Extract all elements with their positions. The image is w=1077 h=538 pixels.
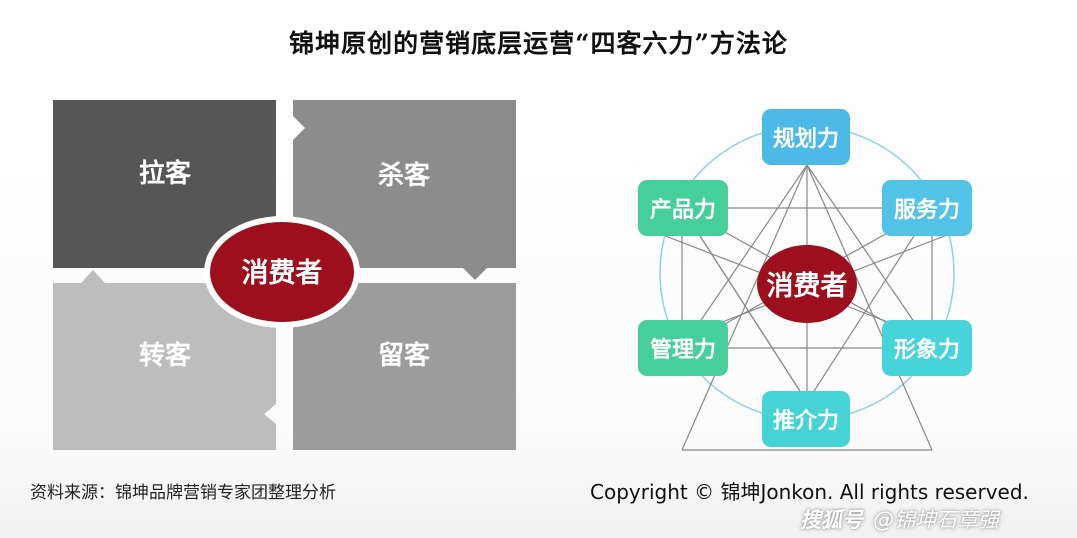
four-customers-diagram: 拉客 杀客 转客 留客 消费者 xyxy=(53,100,516,450)
source-note: 资料来源：锦坤品牌营销专家团整理分析 xyxy=(30,483,336,503)
quadrant-label-liuke: 留客 xyxy=(378,340,431,371)
center-label: 消费者 xyxy=(242,258,323,289)
node-image xyxy=(882,320,972,376)
node-planning xyxy=(762,109,850,165)
quadrant-label-zhuanke: 转客 xyxy=(139,340,192,371)
node-management xyxy=(638,320,728,376)
center-ellipse xyxy=(757,245,857,323)
node-promotion xyxy=(762,391,850,447)
quadrant-bottom-left xyxy=(53,270,276,450)
node-product xyxy=(638,180,728,236)
watermark-author: @锦坤石章强 xyxy=(873,508,999,532)
node-service xyxy=(882,180,972,236)
node-product-label: 产品力 xyxy=(650,198,716,223)
six-powers-diagram: 消费者 规划力 服务力 形象力 推介力 管理力 产品力 xyxy=(638,109,972,451)
quadrant-label-shake: 杀客 xyxy=(378,160,431,191)
node-promotion-label: 推介力 xyxy=(773,408,839,434)
quadrant-top-right xyxy=(293,100,516,280)
node-service-label: 服务力 xyxy=(894,198,960,223)
center-ellipse-fill xyxy=(210,222,354,322)
center-label: 消费者 xyxy=(767,271,848,302)
copyright-note: Copyright © 锦坤Jonkon. All rights reserve… xyxy=(590,480,1029,504)
page-title: 锦坤原创的营销底层运营“四客六力”方法论 xyxy=(289,29,788,58)
node-planning-label: 规划力 xyxy=(773,127,839,152)
watermark: 搜狐号 @锦坤石章强 xyxy=(800,504,999,534)
node-image-label: 形象力 xyxy=(894,337,960,363)
sohu-logo: 搜狐号 xyxy=(800,508,863,532)
node-management-label: 管理力 xyxy=(650,337,716,363)
quadrant-label-lake: 拉客 xyxy=(139,158,192,189)
